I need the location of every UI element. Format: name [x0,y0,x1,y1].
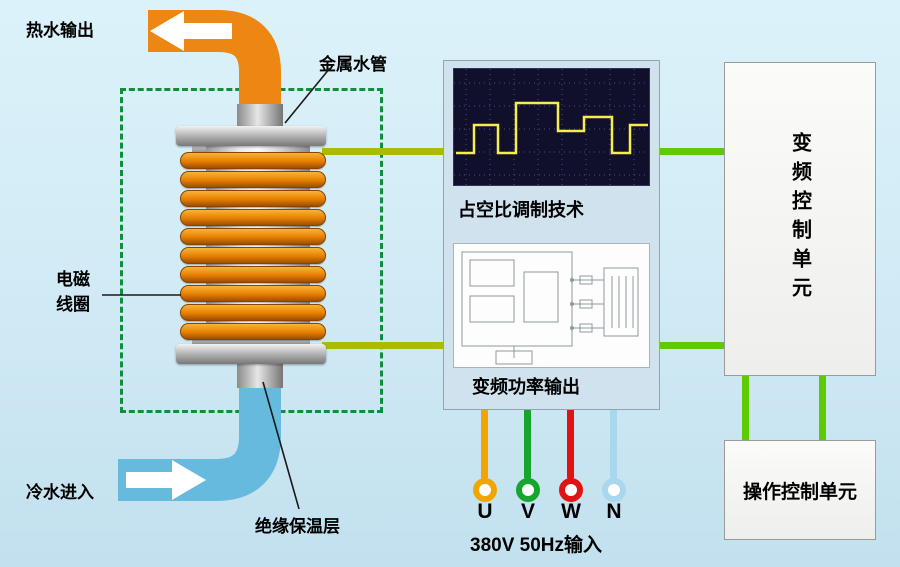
duty-cycle-label: 占空比调制技术 [458,200,584,220]
cold-water-input-label: 冷水进入 [26,483,94,502]
phase-terminal-n [602,478,626,502]
control-wire-top [660,148,724,155]
circuit-schematic [461,251,639,365]
phase-terminal-w [559,478,583,502]
coil-turn [180,190,326,207]
coil-turn [180,209,326,226]
cold-water-arrow-icon [126,460,206,500]
operation-control-unit-box: 操作控制单元 [724,440,876,540]
phase-letter-u: U [477,500,493,523]
metal-pipe-label: 金属水管 [319,55,387,74]
vfd-control-unit-label: 变频控制单元 [788,132,811,306]
phase-letter-w: W [561,500,581,523]
heater-bottom-stub [237,362,283,388]
power-input-spec-label: 380V 50Hz输入 [470,535,603,556]
phase-terminal-v [516,478,540,502]
heater-bottom-flange [176,344,326,364]
phase-wire-u [481,410,488,480]
control-wire-bottom [660,342,724,349]
operation-control-unit-label: 操作控制单元 [742,481,857,503]
oscilloscope-grid [454,69,649,185]
coil-turn [180,228,326,245]
coil-turn [180,171,326,188]
phase-letter-n: N [606,500,622,523]
hot-water-output-label: 热水输出 [26,21,94,40]
phase-wire-v [524,410,531,480]
oscilloscope-screen [454,69,649,185]
oscilloscope-display [453,68,650,186]
unit-link-wire-right [819,376,826,440]
unit-link-wire-left [742,376,749,440]
signal-wire-coil-top [322,148,443,155]
coil-turn [180,152,326,169]
coil-label-line1: 电磁 [56,270,90,289]
hot-water-arrow-icon [150,11,232,51]
heater-bottom-flange-lip [192,337,310,345]
phase-letter-v: V [520,500,535,523]
signal-wire-coil-bottom [322,342,443,349]
coil-label: 电磁 线圈 [56,268,90,317]
coil-turn [180,323,326,340]
insulation-label: 绝缘保温层 [255,517,340,536]
phase-wire-n [610,410,617,480]
coil-label-line2: 线圈 [56,294,90,314]
vfd-control-unit-box: 变频控制单元 [724,62,876,376]
power-output-label: 变频功率输出 [472,377,580,397]
coil-turn [180,304,326,321]
coil-turn [180,285,326,302]
phase-wire-w [567,410,574,480]
heater-top-flange [176,126,326,146]
coil-turn [180,266,326,283]
pwm-waveform-trace [456,101,648,155]
phase-terminal-u [473,478,497,502]
coil-turn [180,247,326,264]
circuit-diagram [453,243,650,368]
